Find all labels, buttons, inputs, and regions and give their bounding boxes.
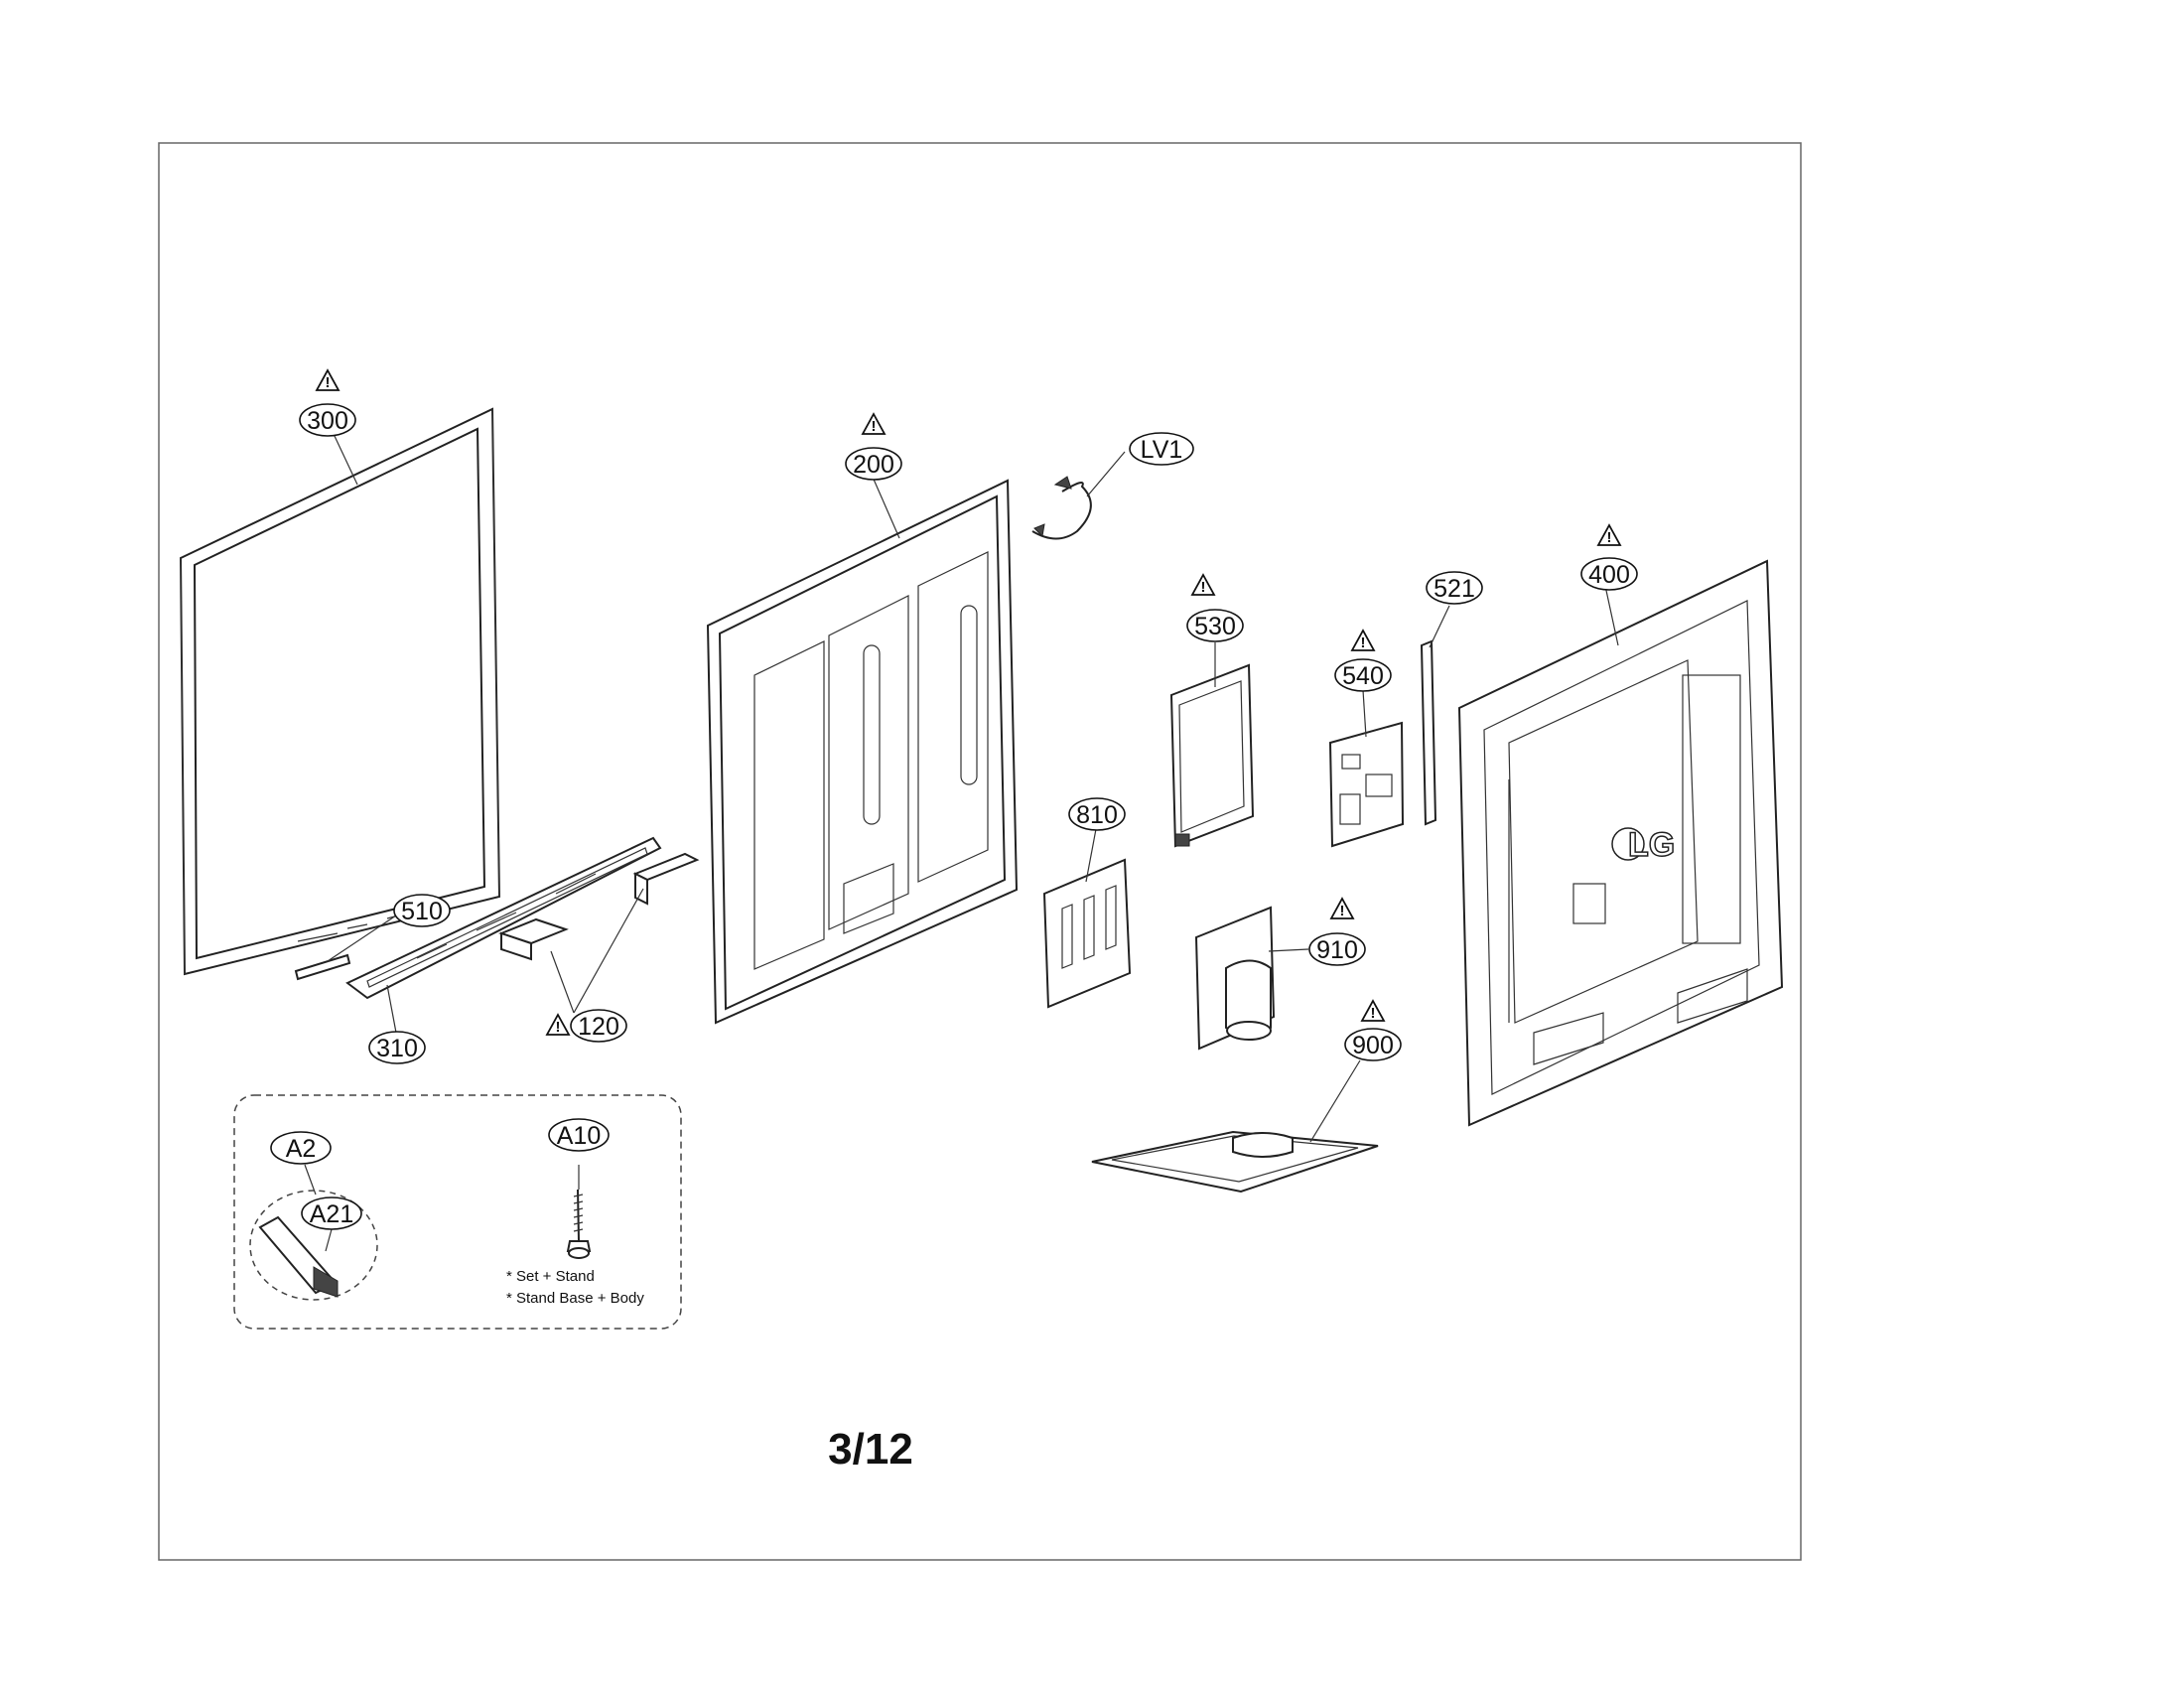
part-910-stand-body (1194, 906, 1276, 1051)
part-540-main-board (1328, 721, 1405, 848)
svg-text:!: ! (1607, 529, 1612, 546)
svg-text:810: 810 (1076, 801, 1118, 829)
svg-text:200: 200 (853, 451, 894, 479)
warning-icon: ! (1350, 629, 1376, 651)
warning-icon: ! (1190, 573, 1216, 596)
warning-icon: ! (545, 1013, 571, 1036)
warning-icon: ! (1329, 897, 1355, 919)
warning-icon: ! (1596, 523, 1622, 546)
callout-521: 521 (1426, 571, 1483, 605)
part-200-chassis (706, 479, 1019, 1025)
svg-text:400: 400 (1588, 561, 1630, 589)
svg-text:521: 521 (1433, 575, 1475, 603)
callout-910: 910 (1308, 932, 1366, 966)
diagram-frame (158, 142, 1802, 1561)
svg-text:A2: A2 (286, 1135, 317, 1163)
callout-540: 540 (1334, 658, 1392, 692)
svg-text:910: 910 (1316, 936, 1358, 964)
svg-text:!: ! (872, 418, 877, 435)
note-set-stand: * Set + Stand (506, 1268, 595, 1285)
svg-text:540: 540 (1342, 662, 1384, 690)
svg-text:510: 510 (401, 898, 443, 925)
svg-text:LV1: LV1 (1141, 436, 1183, 464)
part-300-front-bezel (179, 407, 501, 976)
warning-icon: ! (315, 368, 341, 391)
part-530-power-board (1169, 663, 1255, 848)
warning-icon: ! (1360, 999, 1386, 1022)
svg-text:!: ! (1361, 634, 1366, 651)
callout-A2: A2 (270, 1131, 332, 1165)
callout-310: 310 (368, 1031, 426, 1064)
svg-text:!: ! (1371, 1005, 1376, 1022)
svg-text:530: 530 (1194, 613, 1236, 640)
svg-text:310: 310 (376, 1035, 418, 1062)
part-810-bracket (1042, 858, 1132, 1009)
callout-510: 510 (393, 894, 451, 927)
callout-120: 120 (570, 1009, 627, 1043)
part-521-ir-board (1420, 639, 1437, 826)
part-400-back-cover: LG (1457, 559, 1784, 1127)
svg-text:!: ! (326, 374, 331, 391)
svg-text:A10: A10 (557, 1122, 601, 1150)
page-number: 3/12 (828, 1425, 913, 1474)
part-900-stand-base (1091, 1130, 1379, 1194)
svg-text:A21: A21 (310, 1200, 353, 1228)
callout-LV1: LV1 (1129, 432, 1194, 466)
part-LV1-cable (1031, 476, 1092, 540)
callout-A21: A21 (301, 1196, 362, 1230)
part-510-led-board (294, 953, 351, 981)
callout-900: 900 (1344, 1028, 1402, 1061)
callout-400: 400 (1580, 557, 1638, 591)
warning-icons: ! ! ! ! ! ! ! ! (315, 368, 1622, 1036)
callout-810: 810 (1068, 797, 1126, 831)
svg-text:900: 900 (1352, 1032, 1394, 1059)
svg-text:!: ! (1201, 579, 1206, 596)
callout-530: 530 (1186, 609, 1244, 642)
svg-text:120: 120 (578, 1013, 619, 1041)
svg-text:!: ! (1340, 903, 1345, 919)
svg-text:!: ! (556, 1019, 561, 1036)
part-310-rear-bar (345, 836, 662, 1000)
lg-logo: LG (1628, 826, 1675, 864)
callout-300: 300 (299, 403, 356, 437)
part-120-speakers (498, 852, 700, 961)
svg-text:300: 300 (307, 407, 348, 435)
leader-lines (304, 433, 1619, 1252)
note-stand-base-body: * Stand Base + Body (506, 1290, 644, 1307)
warning-icon: ! (861, 412, 887, 435)
accessory-box: * Set + Stand * Stand Base + Body (233, 1094, 682, 1330)
callout-A10: A10 (548, 1118, 610, 1152)
callout-200: 200 (845, 447, 902, 481)
